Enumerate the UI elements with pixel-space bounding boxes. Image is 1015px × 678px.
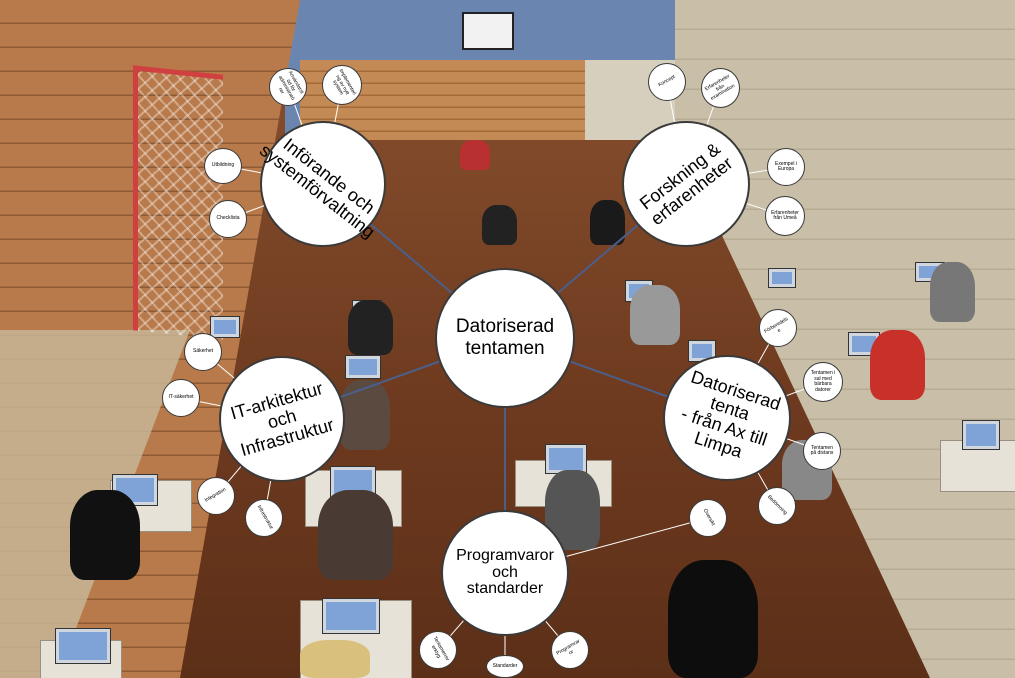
student: [348, 300, 393, 355]
laptop: [322, 598, 380, 634]
student: [70, 490, 140, 580]
subnode-label: Standarder: [492, 662, 518, 669]
subnode-label: Översikt: [701, 508, 716, 528]
subnode-label: Förberedelse: [763, 315, 790, 335]
subnode-label: Infrastruktur: [255, 504, 274, 531]
node-programvaror[interactable]: Programvaror och standarder: [441, 510, 569, 636]
subnode-erfarenheter-examination[interactable]: Erfarenheter från examination: [701, 68, 740, 108]
student: [630, 285, 680, 345]
node-programvaror-line2: standarder: [466, 580, 544, 598]
student: [668, 560, 758, 678]
subnode-koncept[interactable]: Koncept: [648, 63, 686, 101]
center-node-line2: tentamen: [465, 338, 545, 359]
subnode-label: IT-säkerhet: [168, 394, 194, 401]
basketball-hoop: [462, 12, 514, 50]
laptop: [768, 268, 796, 288]
node-programvaror-line1: Programvaror och: [456, 546, 554, 581]
laptop: [210, 316, 240, 338]
student: [870, 330, 925, 400]
subnode-checklista[interactable]: Checklista: [209, 200, 247, 238]
subnode-utbildning[interactable]: Utbildning: [204, 148, 242, 184]
center-node[interactable]: Datoriserad tentamen: [435, 268, 575, 408]
student: [460, 140, 490, 170]
subnode-label: Säkerhet: [192, 348, 213, 355]
subnode-sakerhet[interactable]: Säkerhet: [184, 333, 222, 371]
subnode-label: Tentamen i sal med bärbara datorer: [810, 370, 836, 393]
subnode-label: Checklista: [216, 215, 240, 222]
subnode-label: Användarstöd för administratörer: [276, 70, 305, 102]
subnode-erfarenheter-umea[interactable]: Erfarenheter från Umeå: [765, 196, 805, 236]
subnode-implementering[interactable]: Implementering av nytt system: [322, 65, 362, 105]
subnode-label: Koncept: [657, 74, 677, 89]
subnode-label: Tentamensverktyg: [430, 635, 451, 662]
node-forskning[interactable]: Forskning & erfarenheter: [622, 121, 750, 247]
laptop: [55, 628, 111, 664]
student: [318, 490, 393, 580]
student: [482, 205, 517, 245]
subnode-programvaror[interactable]: Programvaror: [551, 631, 589, 669]
subnode-oversikt[interactable]: Översikt: [689, 499, 727, 537]
laptop: [962, 420, 1000, 450]
student: [930, 262, 975, 322]
subnode-forberedelse[interactable]: Förberedelse: [759, 309, 797, 347]
subnode-label: Integration: [203, 486, 228, 504]
subnode-bedomning[interactable]: Bedömning: [758, 487, 796, 525]
subnode-label: Exempel i Europa: [775, 160, 797, 172]
subnode-infrastruktur[interactable]: Infrastruktur: [245, 499, 283, 537]
subnode-label: Erfarenheter från Umeå: [771, 209, 799, 221]
laptop: [345, 355, 381, 379]
subnode-tentamen-sal[interactable]: Tentamen i sal med bärbara datorer: [803, 362, 843, 402]
subnode-tentamensverktyg[interactable]: Tentamensverktyg: [419, 631, 457, 669]
subnode-label: Implementering av nytt system: [331, 67, 358, 96]
laptop: [545, 444, 587, 474]
subnode-label: Erfarenheter från examination: [703, 73, 737, 102]
subnode-exempel-europa[interactable]: Exempel i Europa: [767, 148, 805, 186]
subnode-it-sakerhet[interactable]: IT-säkerhet: [162, 379, 200, 417]
node-it-arkitektur[interactable]: IT-arkitektur och Infrastruktur: [219, 356, 345, 482]
subnode-integration[interactable]: Integration: [197, 477, 235, 515]
subnode-anvandarstod[interactable]: Användarstöd för administratörer: [269, 68, 307, 106]
subnode-label: Programvaror: [555, 637, 582, 657]
subnode-tentamen-distans[interactable]: Tentamen på distans: [803, 432, 841, 470]
student: [300, 640, 370, 678]
student: [340, 380, 390, 450]
student: [590, 200, 625, 245]
subnode-label: Tentamen på distans: [810, 444, 834, 456]
center-node-line1: Datoriserad: [455, 316, 555, 338]
subnode-standarder[interactable]: Standarder: [486, 655, 524, 678]
node-inforande[interactable]: Införande och systemförvaltning: [256, 121, 386, 247]
node-ax-limpa[interactable]: Datoriserad tenta - från Ax till Limpa: [663, 355, 791, 481]
subnode-label: Bedömning: [766, 494, 789, 517]
subnode-label: Utbildning: [211, 162, 235, 169]
